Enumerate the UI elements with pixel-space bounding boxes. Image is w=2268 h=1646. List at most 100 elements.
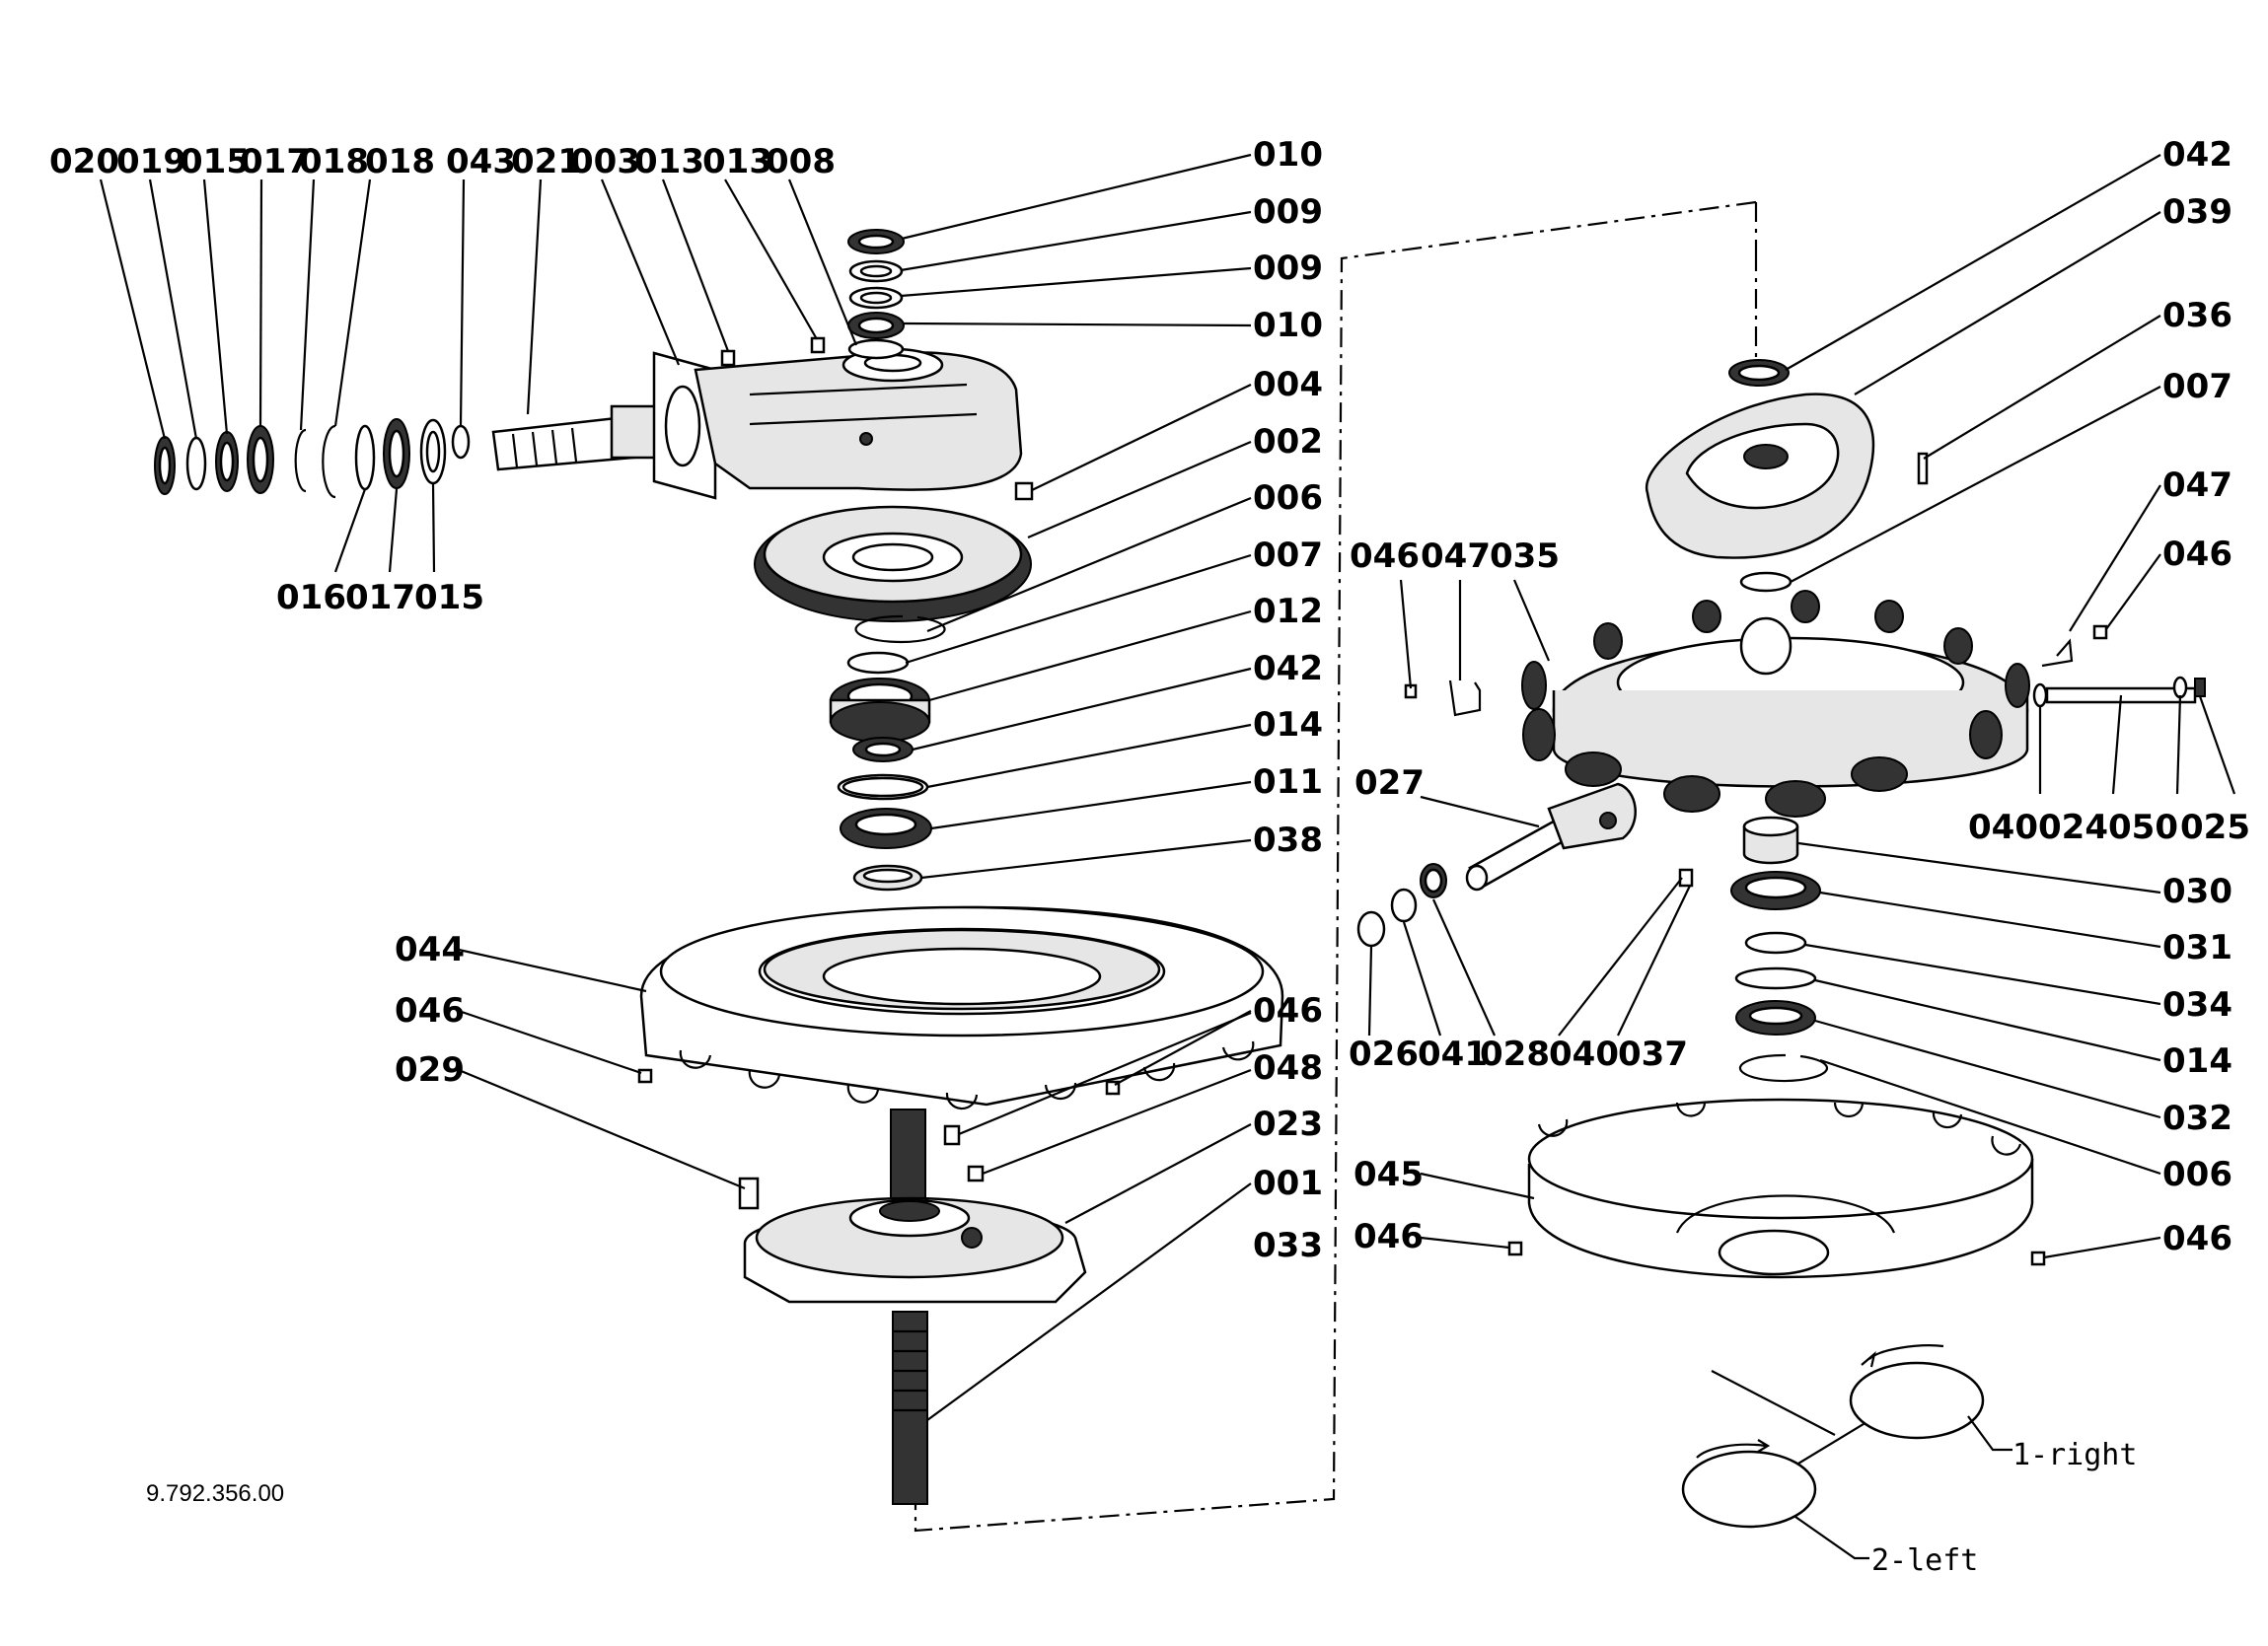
label-026: 026 (1349, 1035, 1419, 1074)
label-042-right: 042 (2162, 135, 2232, 175)
label-040-b: 040 (1549, 1035, 1619, 1074)
washer-007-right (1739, 571, 1792, 593)
label-006-right: 006 (2162, 1155, 2232, 1194)
label-007-right: 007 (2162, 367, 2232, 406)
base-flange-001 (743, 1109, 1087, 1505)
label-046-d: 046 (1350, 537, 1420, 576)
screw-046-hub-right (2092, 624, 2108, 640)
lower-bearing-stack (1730, 816, 1828, 1083)
circlip-006-right (1738, 1053, 1828, 1083)
disc-right (1849, 1361, 1985, 1440)
label-014-right: 014 (2162, 1041, 2232, 1081)
label-011: 011 (1253, 762, 1323, 802)
washer-007 (846, 651, 910, 675)
ring-040 (2032, 682, 2048, 708)
label-039: 039 (2162, 192, 2232, 232)
label-031: 031 (2162, 928, 2232, 967)
label-009: 009 (1253, 192, 1323, 232)
label-032: 032 (2162, 1099, 2232, 1138)
oring-014-right (1734, 966, 1817, 990)
label-050: 050 (2108, 808, 2178, 847)
label-046-e: 046 (1353, 1217, 1424, 1256)
label-017-b: 017 (345, 578, 415, 617)
label-020: 020 (49, 142, 119, 181)
label-033: 033 (1253, 1226, 1323, 1265)
rotation-legend (1681, 1344, 2012, 1560)
top-bearing-stack (847, 229, 905, 360)
label-047-b: 047 (1421, 537, 1491, 576)
label-010-b: 010 (1253, 306, 1323, 345)
label-010: 010 (1253, 135, 1323, 175)
label-030: 030 (2162, 872, 2232, 911)
circlip-018 (294, 428, 307, 493)
label-001: 001 (1253, 1164, 1323, 1203)
part-labels: 020 019 015 017 018 018 043 021 003 013 … (49, 135, 2250, 1578)
disc-left (1681, 1450, 1817, 1529)
bolt-004 (1014, 481, 1034, 501)
label-019: 019 (116, 142, 186, 181)
input-shaft-rings-group (154, 418, 471, 499)
label-024: 024 (2038, 808, 2108, 847)
label-045: 045 (1353, 1155, 1424, 1194)
shaft-033 (892, 1311, 928, 1505)
label-017: 017 (240, 142, 310, 181)
label-008: 008 (766, 142, 836, 181)
label-009-b: 009 (1253, 249, 1323, 288)
rotation-label-left: 2-left (1871, 1543, 1978, 1578)
leader-lines (99, 153, 2236, 1421)
label-023: 023 (1253, 1105, 1323, 1144)
drawing-number: 9.792.356.00 (146, 1480, 284, 1507)
label-012: 012 (1253, 592, 1323, 631)
label-021: 021 (511, 142, 581, 181)
label-004: 004 (1253, 365, 1323, 404)
hub-035 (1521, 590, 2030, 818)
label-028: 028 (1480, 1035, 1550, 1074)
label-015: 015 (180, 142, 250, 181)
label-013-b: 013 (702, 142, 772, 181)
label-003: 003 (570, 142, 640, 181)
ring-034 (1744, 931, 1807, 955)
ring-050 (2172, 676, 2188, 699)
ring-043 (451, 424, 471, 460)
label-018-b: 018 (365, 142, 435, 181)
bolt-029 (738, 1177, 760, 1210)
screw-046-left (637, 1068, 653, 1084)
ring-008 (847, 338, 905, 360)
label-047: 047 (2162, 465, 2232, 505)
label-041: 041 (1418, 1035, 1488, 1074)
screw-013 (720, 349, 736, 367)
label-025: 025 (2180, 808, 2250, 847)
nipple-048 (943, 1124, 961, 1146)
gearbox-housing (491, 336, 1034, 501)
label-046-c: 046 (2162, 535, 2232, 574)
label-016: 016 (276, 578, 346, 617)
cover-045 (1527, 1098, 2034, 1279)
bushing-030 (1742, 826, 1799, 865)
label-013: 013 (634, 142, 704, 181)
ring-026 (1356, 910, 1386, 948)
label-040: 040 (1968, 808, 2038, 847)
key-036 (1917, 452, 1929, 485)
clip-047-right (2041, 638, 2074, 668)
nut-025 (2194, 678, 2206, 697)
ring-041 (1390, 888, 1418, 923)
cover-039 (1645, 393, 1875, 559)
ring-016 (354, 424, 376, 491)
label-014: 014 (1253, 705, 1323, 745)
label-046-f: 046 (2162, 1219, 2232, 1258)
cover-044 (639, 905, 1284, 1110)
screw-013-b (810, 336, 826, 354)
label-044: 044 (395, 930, 465, 969)
label-046-b: 046 (1253, 991, 1323, 1031)
central-column-parts (829, 614, 946, 892)
crank-027 (1465, 782, 1637, 892)
circlip-018-b (322, 424, 336, 499)
label-038: 038 (1253, 821, 1323, 860)
label-035: 035 (1490, 537, 1560, 576)
label-006: 006 (1253, 478, 1323, 518)
label-018: 018 (299, 142, 369, 181)
label-034: 034 (2162, 985, 2232, 1025)
screw-046-cover-left (1507, 1241, 1523, 1256)
screw-046-cover-right (2030, 1251, 2046, 1266)
